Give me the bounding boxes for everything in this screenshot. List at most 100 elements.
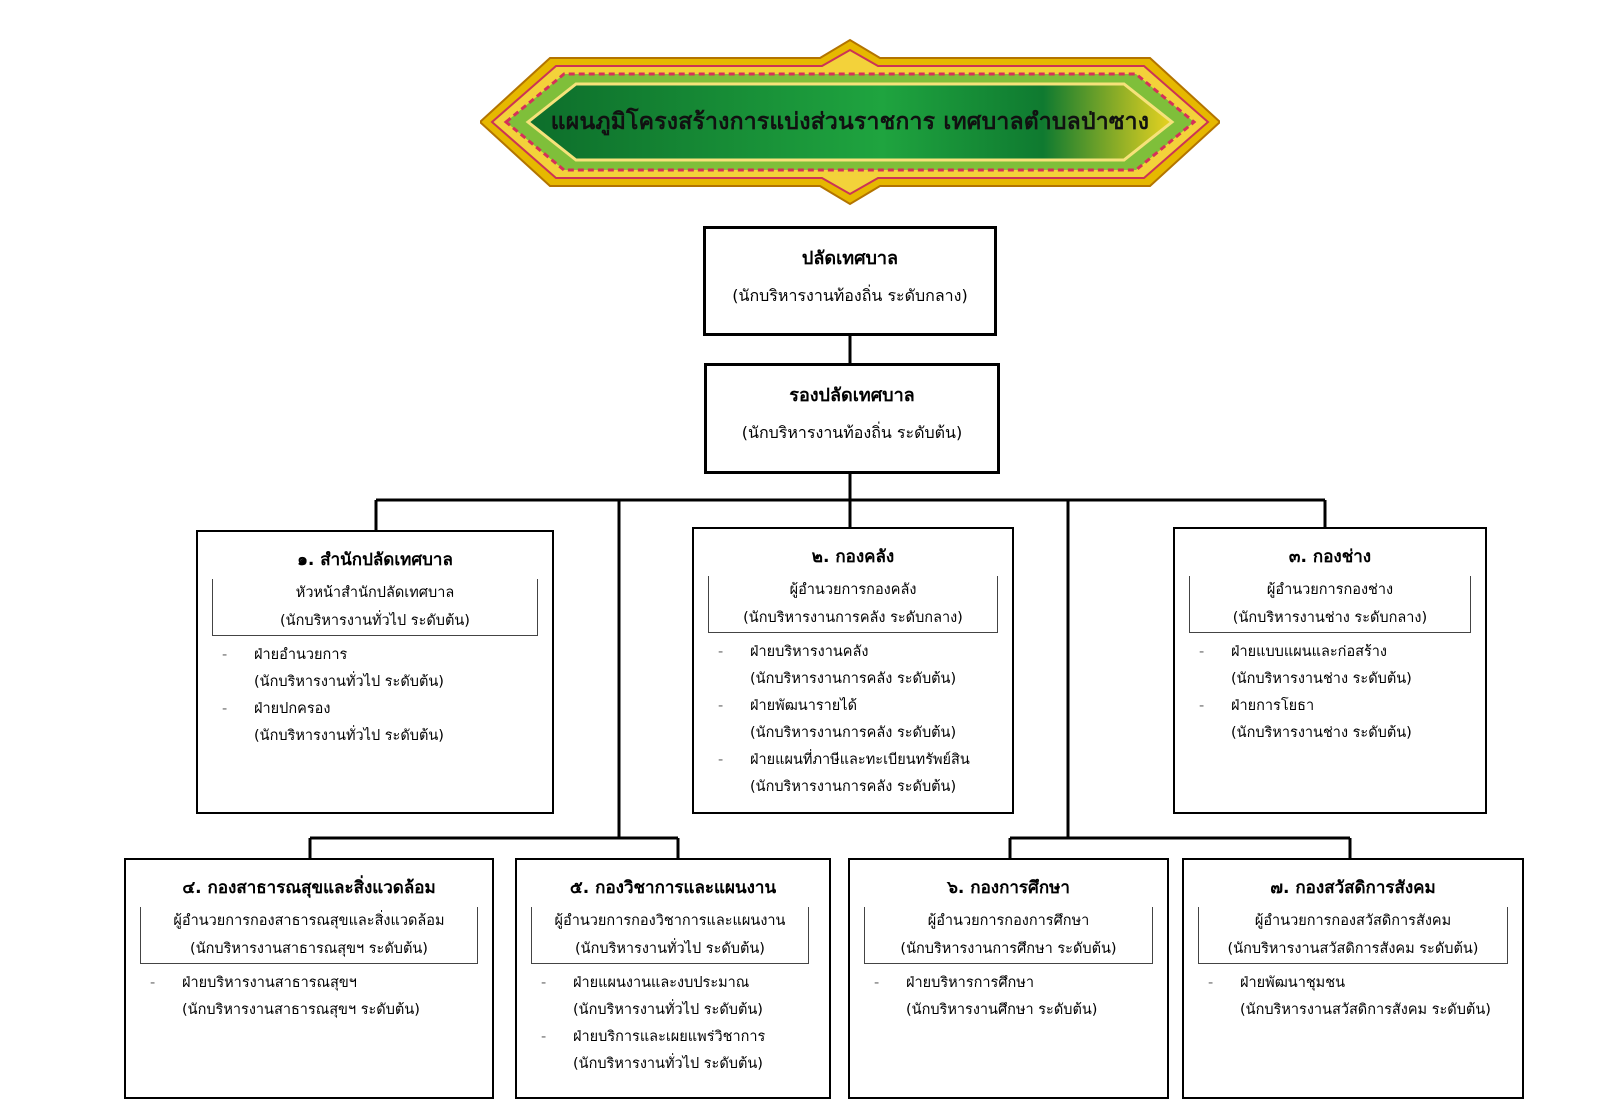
unit-level-text: (นักบริหารงานช่าง ระดับต้น)	[1231, 671, 1412, 687]
department-box: ๖. กองการศึกษาผู้อำนวยการกองการศึกษา(นัก…	[848, 858, 1169, 1099]
unit-level-text: (นักบริหารงานการคลัง ระดับต้น)	[750, 725, 957, 741]
municipal-clerk-level: (นักบริหารงานท้องถิ่น ระดับกลาง)	[732, 286, 968, 305]
unit-name: - ฝ่ายบริหารงานคลัง	[718, 639, 1012, 666]
unit-level-text: (นักบริหารงานทั่วไป ระดับต้น)	[254, 674, 444, 690]
unit-name-text: ฝ่ายการโยธา	[1231, 698, 1315, 714]
department-title: ๓. กองช่าง	[1288, 547, 1372, 567]
box-deputy-clerk: รองปลัดเทศบาล (นักบริหารงานท้องถิ่น ระดั…	[704, 363, 1000, 474]
unit-level: (นักบริหารงานการคลัง ระดับต้น)	[718, 774, 1012, 801]
bullet-dash: -	[718, 752, 724, 768]
unit-name: - ฝ่ายแผนที่ภาษีและทะเบียนทรัพย์สิน	[718, 747, 1012, 774]
unit-name-text: ฝ่ายบริหารงานสาธารณสุขฯ	[182, 975, 357, 991]
department-box: ๓. กองช่างผู้อำนวยการกองช่าง (นักบริหารงา…	[1173, 527, 1487, 814]
department-box: ๑. สำนักปลัดเทศบาลหัวหน้าสำนักปลัดเทศบาล…	[196, 530, 554, 814]
department-box: ๗. กองสวัสดิการสังคมผู้อำนวยการกองสวัสดิ…	[1182, 858, 1524, 1099]
unit-name: -ฝ่ายปกครอง	[222, 696, 552, 723]
unit-name-text: ฝ่ายปกครอง	[254, 701, 331, 717]
department-head-line: (นักบริหารงานการคลัง ระดับกลาง)	[743, 610, 963, 626]
unit-name-text: ฝ่ายบริหารงานคลัง	[750, 644, 869, 660]
unit-name: - ฝ่ายพัฒนาชุมชน	[1208, 970, 1522, 997]
department-head: ผู้อำนวยการกองช่าง (นักบริหารงานช่าง ระดั…	[1189, 576, 1471, 633]
unit-name: - ฝ่ายแบบแผนและก่อสร้าง	[1199, 639, 1485, 666]
department-head-line: (นักบริหารงานสวัสดิการสังคม ระดับต้น)	[1227, 941, 1479, 957]
deputy-clerk-title: รองปลัดเทศบาล	[789, 385, 915, 406]
department-head-line: (นักบริหารงานทั่วไป ระดับต้น)	[280, 613, 470, 629]
unit-name-text: ฝ่ายพัฒนารายได้	[750, 698, 857, 714]
unit-name: -ฝ่ายบริการและเผยแพร่วิชาการ	[541, 1024, 829, 1051]
bullet-dash: -	[874, 975, 880, 991]
department-units: - ฝ่ายแบบแผนและก่อสร้าง (นักบริหารงานช่าง …	[1199, 639, 1485, 747]
banner-ornament	[480, 38, 1220, 206]
unit-name: - ฝ่ายอำนวยการ	[222, 642, 552, 669]
title-banner: แผนภูมิโครงสร้างการแบ่งส่วนราชการ เทศบาล…	[480, 38, 1220, 206]
department-head-line: หัวหน้าสำนักปลัดเทศบาล	[295, 585, 455, 601]
department-head-line: ผู้อำนวยการกองวิชาการและแผนงาน	[554, 913, 786, 929]
unit-name-text: ฝ่ายแผนงานและงบประมาณ	[573, 975, 750, 991]
unit-level-text: (นักบริหารงานสวัสดิการสังคม ระดับต้น)	[1240, 1002, 1491, 1018]
department-title: ๖. กองการศึกษา	[947, 878, 1070, 898]
unit-level: (นักบริหารงานสาธารณสุขฯ ระดับต้น)	[150, 997, 492, 1024]
unit-level-text: (นักบริหารงานทั่วไป ระดับต้น)	[254, 728, 444, 744]
department-units: - ฝ่ายบริหารงานสาธารณสุขฯ (นักบริหารงานสาธ…	[150, 970, 492, 1024]
bullet-dash: -	[541, 975, 547, 991]
department-title: ๕. กองวิชาการและแผนงาน	[569, 878, 777, 898]
unit-level-text: (นักบริหารงานสาธารณสุขฯ ระดับต้น)	[182, 1002, 420, 1018]
unit-level-text: (นักบริหารงานการคลัง ระดับต้น)	[750, 779, 957, 795]
department-box: ๕. กองวิชาการและแผนงานผู้อำนวยการกองวิชา…	[515, 858, 831, 1099]
bullet-dash: -	[1199, 644, 1205, 660]
department-units: - ฝ่ายอำนวยการ (นักบริหารงานทั่วไป ระดับต้…	[222, 642, 552, 750]
department-head-line: (นักบริหารงานช่าง ระดับกลาง)	[1232, 610, 1428, 626]
department-box: ๒. กองคลังผู้อำนวยการกองคลัง(นักบริหารงา…	[692, 527, 1014, 814]
municipal-clerk-title: ปลัดเทศบาล	[801, 248, 899, 269]
unit-level: (นักบริหารงานการคลัง ระดับต้น)	[718, 720, 1012, 747]
unit-name: - ฝ่ายแผนงานและงบประมาณ	[541, 970, 829, 997]
deputy-clerk-level: (นักบริหารงานท้องถิ่น ระดับต้น)	[741, 423, 963, 442]
department-units: - ฝ่ายบริหารงานคลัง (นักบริหารงานการคลัง ร…	[718, 639, 1012, 801]
bullet-dash: -	[1208, 975, 1214, 991]
department-title: ๑. สำนักปลัดเทศบาล	[297, 550, 453, 570]
unit-name-text: ฝ่ายบริหารการศึกษา	[906, 975, 1035, 991]
department-units: - ฝ่ายแผนงานและงบประมาณ (นักบริหารงานทั่วไ…	[541, 970, 829, 1078]
unit-level-text: (นักบริหารงานทั่วไป ระดับต้น)	[573, 1056, 763, 1072]
unit-name-text: ฝ่ายอำนวยการ	[254, 647, 348, 663]
unit-name: - ฝ่ายบริหารงานสาธารณสุขฯ	[150, 970, 492, 997]
bullet-dash: -	[718, 644, 724, 660]
bullet-dash: -	[541, 1029, 547, 1045]
unit-level: (นักบริหารงานทั่วไป ระดับต้น)	[541, 1051, 829, 1078]
unit-level-text: (นักบริหารงานการคลัง ระดับต้น)	[750, 671, 957, 687]
bullet-dash: -	[150, 975, 156, 991]
department-units: - ฝ่ายบริหารการศึกษา (นักบริหารงานศึกษา ระ…	[874, 970, 1167, 1024]
unit-name-text: ฝ่ายแบบแผนและก่อสร้าง	[1231, 644, 1388, 660]
unit-level-text: (นักบริหารงานศึกษา ระดับต้น)	[906, 1002, 1098, 1018]
unit-name: -ฝ่ายการโยธา	[1199, 693, 1485, 720]
department-head-line: ผู้อำนวยการกองสวัสดิการสังคม	[1254, 913, 1452, 929]
department-head-line: (นักบริหารงานการศึกษา ระดับต้น)	[900, 941, 1117, 957]
department-title: ๗. กองสวัสดิการสังคม	[1270, 878, 1436, 898]
box-municipal-clerk: ปลัดเทศบาล (นักบริหารงานท้องถิ่น ระดับกล…	[703, 226, 997, 336]
department-head-line: ผู้อำนวยการกองช่าง	[1266, 582, 1394, 598]
unit-name: - ฝ่ายบริหารการศึกษา	[874, 970, 1167, 997]
unit-name: - ฝ่ายพัฒนารายได้	[718, 693, 1012, 720]
unit-level: (นักบริหารงานช่าง ระดับต้น)	[1199, 666, 1485, 693]
department-box: ๔. กองสาธารณสุขและสิ่งแวดล้อมผู้อำนวยการ…	[124, 858, 494, 1099]
unit-level: (นักบริหารงานทั่วไป ระดับต้น)	[222, 723, 552, 750]
department-head: ผู้อำนวยการกองการศึกษา(นักบริหารงานการศึ…	[864, 907, 1153, 964]
bullet-dash: -	[222, 647, 228, 663]
department-head-line: ผู้อำนวยการกองสาธารณสุขและสิ่งแวดล้อม	[173, 913, 445, 929]
chart-title: แผนภูมิโครงสร้างการแบ่งส่วนราชการ เทศบาล…	[550, 109, 1150, 135]
unit-level: (นักบริหารงานทั่วไป ระดับต้น)	[541, 997, 829, 1024]
department-head: ผู้อำนวยการกองสาธารณสุขและสิ่งแวดล้อม (นั…	[140, 907, 478, 964]
unit-level: (นักบริหารงานศึกษา ระดับต้น)	[874, 997, 1167, 1024]
department-head-line: (นักบริหารงานทั่วไป ระดับต้น)	[575, 941, 765, 957]
unit-level: (นักบริหารงานสวัสดิการสังคม ระดับต้น)	[1208, 997, 1522, 1024]
department-head: ผู้อำนวยการกองวิชาการและแผนงาน (นักบริหาร…	[531, 907, 809, 964]
department-head: หัวหน้าสำนักปลัดเทศบาล (นักบริหารงานทั่วไ…	[212, 579, 538, 636]
bullet-dash: -	[718, 698, 724, 714]
unit-name-text: ฝ่ายพัฒนาชุมชน	[1240, 975, 1345, 991]
unit-name-text: ฝ่ายแผนที่ภาษีและทะเบียนทรัพย์สิน	[750, 752, 970, 768]
department-head: ผู้อำนวยการกองสวัสดิการสังคม (นักบริหารงา…	[1198, 907, 1508, 964]
unit-level-text: (นักบริหารงานทั่วไป ระดับต้น)	[573, 1002, 763, 1018]
department-head-line: (นักบริหารงานสาธารณสุขฯ ระดับต้น)	[190, 941, 428, 957]
unit-level-text: (นักบริหารงานช่าง ระดับต้น)	[1231, 725, 1412, 741]
